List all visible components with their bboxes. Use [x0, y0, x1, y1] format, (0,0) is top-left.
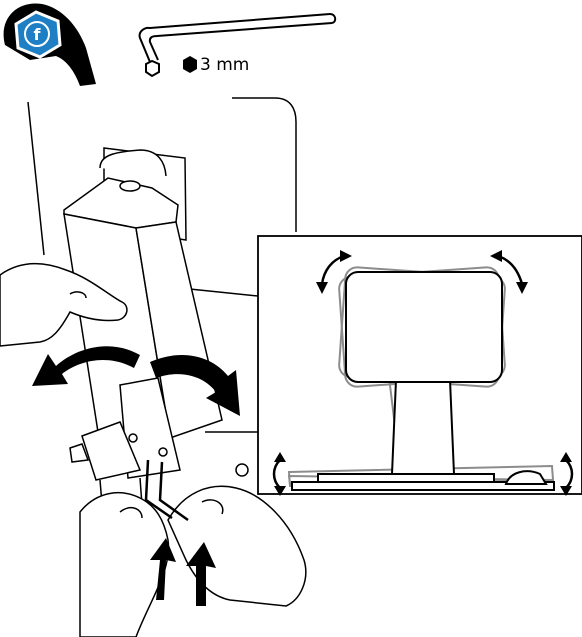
detail-inset [258, 236, 582, 496]
step-badge: f [4, 3, 96, 86]
step-letter: f [34, 25, 42, 44]
hex-key-size-label: 3 mm [200, 55, 249, 75]
hex-size-icon [183, 56, 197, 73]
